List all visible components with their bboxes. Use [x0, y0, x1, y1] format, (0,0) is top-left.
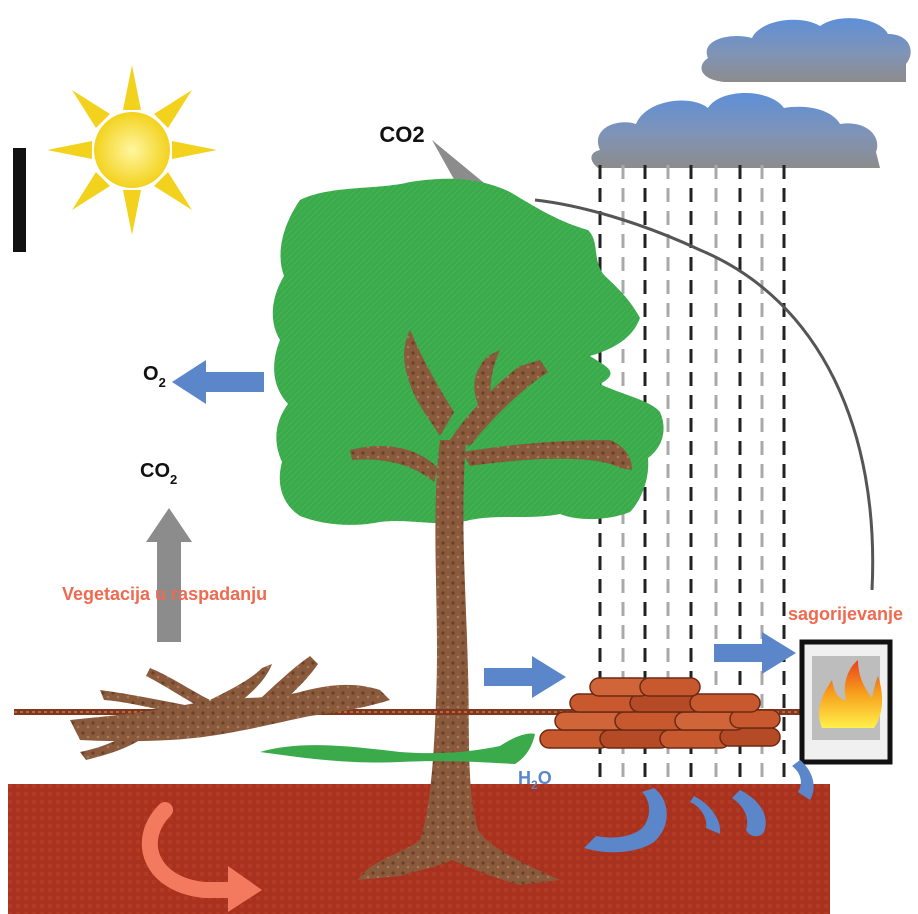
- co2-left-label: CO2: [140, 460, 177, 487]
- cloud-icon: [591, 93, 880, 168]
- water-cycle-arrows: [584, 760, 814, 853]
- decomposition-label: Vegetacija u raspadanju: [62, 584, 267, 604]
- firewood-pile-icon: [539, 677, 781, 749]
- combustion-co2-curve: [534, 198, 875, 591]
- fallen-log-icon: [70, 656, 390, 760]
- o2-label: O2: [143, 363, 166, 390]
- cloud-icon: [701, 18, 911, 82]
- water-label: H2O: [518, 768, 552, 792]
- co2-top-label: CO2: [379, 122, 424, 147]
- leaf-litter: [260, 733, 535, 764]
- tree-canopy: [272, 178, 664, 525]
- stove-fire-icon: [799, 639, 893, 765]
- o2-arrow: [172, 360, 264, 404]
- soil-cycle-arrow: [141, 802, 262, 912]
- sun-icon: [47, 65, 217, 235]
- co2-up-arrow: [146, 508, 192, 642]
- heat-flow-arrow: [714, 632, 796, 674]
- water-flow-arrow: [484, 656, 566, 698]
- tree-icon: [350, 330, 632, 885]
- combustion-label: sagorijevanje: [788, 604, 903, 624]
- scale-bar: [13, 148, 26, 252]
